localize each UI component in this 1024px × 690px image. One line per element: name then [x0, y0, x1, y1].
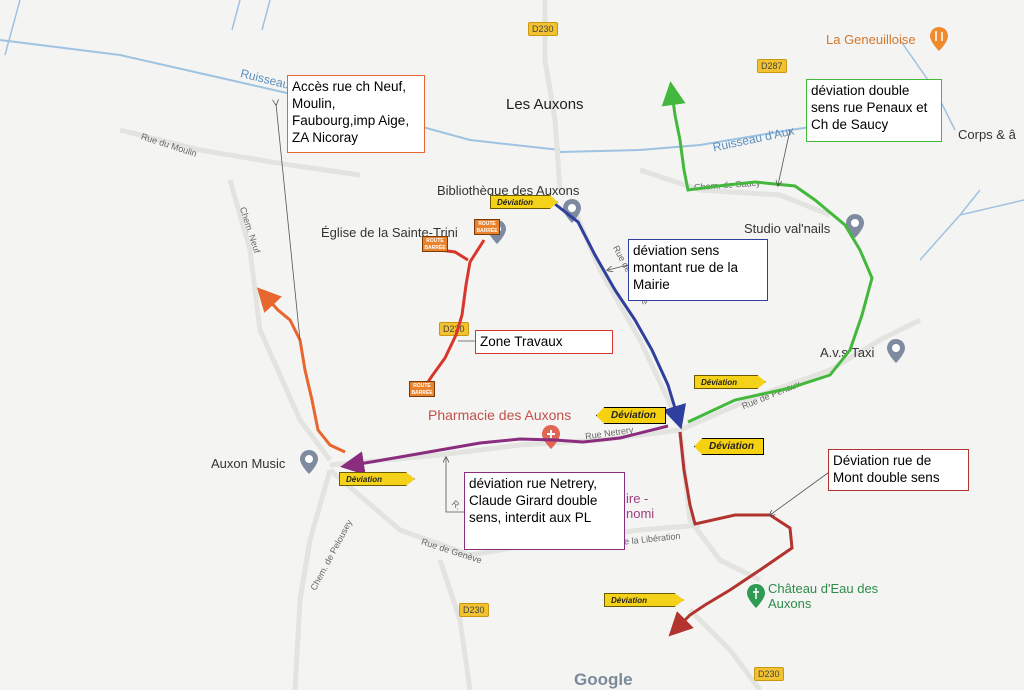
street-rue-penaux	[678, 317, 922, 433]
pointer-mont	[770, 469, 833, 515]
restaurant-pin-icon[interactable]	[929, 26, 949, 52]
deviation-sign: Déviation	[604, 593, 684, 607]
street-pelousey	[292, 469, 333, 690]
label-bibliotheque[interactable]: Bibliothèque des Auxons	[437, 183, 580, 198]
route-purple-netrery	[340, 424, 669, 476]
road-shield-d230-bottom: D230	[459, 603, 489, 617]
route-dark-red-mont	[668, 431, 794, 637]
label-auxon-music[interactable]: Auxon Music	[211, 456, 286, 471]
label-corps[interactable]: Corps & â	[958, 127, 1016, 142]
label-mairie[interactable]: ire - nomi	[626, 491, 655, 521]
road-shield-d230-br: D230	[754, 667, 784, 681]
route-orange-access	[256, 287, 346, 454]
label-les-auxons: Les Auxons	[506, 96, 584, 113]
callout-mont: Déviation rue de Mont double sens	[828, 449, 969, 491]
label-geneuilloise[interactable]: La Geneuilloise	[826, 32, 916, 47]
pointer-mairie	[608, 264, 629, 270]
road-shield-d230-top: D230	[528, 22, 558, 36]
deviation-sign: Déviation	[694, 375, 766, 389]
map-pin-icon[interactable]	[562, 198, 582, 224]
road-shield-d230-mid: D230	[439, 322, 469, 336]
callout-sens-montant: déviation sens montant rue de la Mairie	[628, 239, 768, 301]
pointer-netrery	[446, 458, 464, 513]
map-pin-icon[interactable]	[886, 338, 906, 364]
map-pin-icon[interactable]	[299, 449, 319, 475]
stream-north	[4, 0, 271, 56]
water-tower-pin-icon[interactable]	[746, 583, 766, 609]
road-shield-d287: D287	[757, 59, 787, 73]
street-chem-saucy	[639, 167, 831, 218]
callout-zone-travaux: Zone Travaux	[475, 330, 613, 354]
pointer-acces	[276, 104, 301, 341]
route-green-penaux	[661, 81, 874, 424]
street-d230-south	[437, 559, 473, 690]
label-chateau-eau[interactable]: Château d'Eau des Auxons	[768, 581, 879, 611]
label-studio[interactable]: Studio val'nails	[744, 221, 831, 236]
callout-double-penaux: déviation double sens rue Penaux et Ch d…	[806, 79, 942, 142]
route-barree-sign: ROUTE BARRÉE	[474, 219, 500, 235]
callout-netrery: déviation rue Netrery, Claude Girard dou…	[464, 472, 625, 550]
pointer-penaux	[778, 129, 791, 185]
label-pharmacie[interactable]: Pharmacie des Auxons	[428, 407, 572, 423]
route-red-work-zone	[422, 239, 486, 389]
street-chem-neuf	[227, 179, 332, 462]
callout-acces: Accès rue ch Neuf, Moulin, Faubourg,imp …	[287, 75, 425, 153]
route-barree-sign: ROUTE BARRÉE	[422, 236, 448, 252]
route-barree-sign: ROUTE BARRÉE	[409, 381, 435, 397]
deviation-sign: Déviation	[490, 195, 558, 209]
route-blue-mairie	[554, 202, 687, 430]
google-logo: Google	[574, 670, 633, 689]
deviation-sign: Déviation	[694, 438, 764, 455]
street-rue-moulin	[119, 127, 361, 178]
pharmacy-pin-icon[interactable]	[541, 424, 561, 450]
deviation-sign: Déviation	[596, 407, 666, 424]
street-south-east	[688, 608, 762, 690]
deviation-sign: Déviation	[339, 472, 415, 486]
